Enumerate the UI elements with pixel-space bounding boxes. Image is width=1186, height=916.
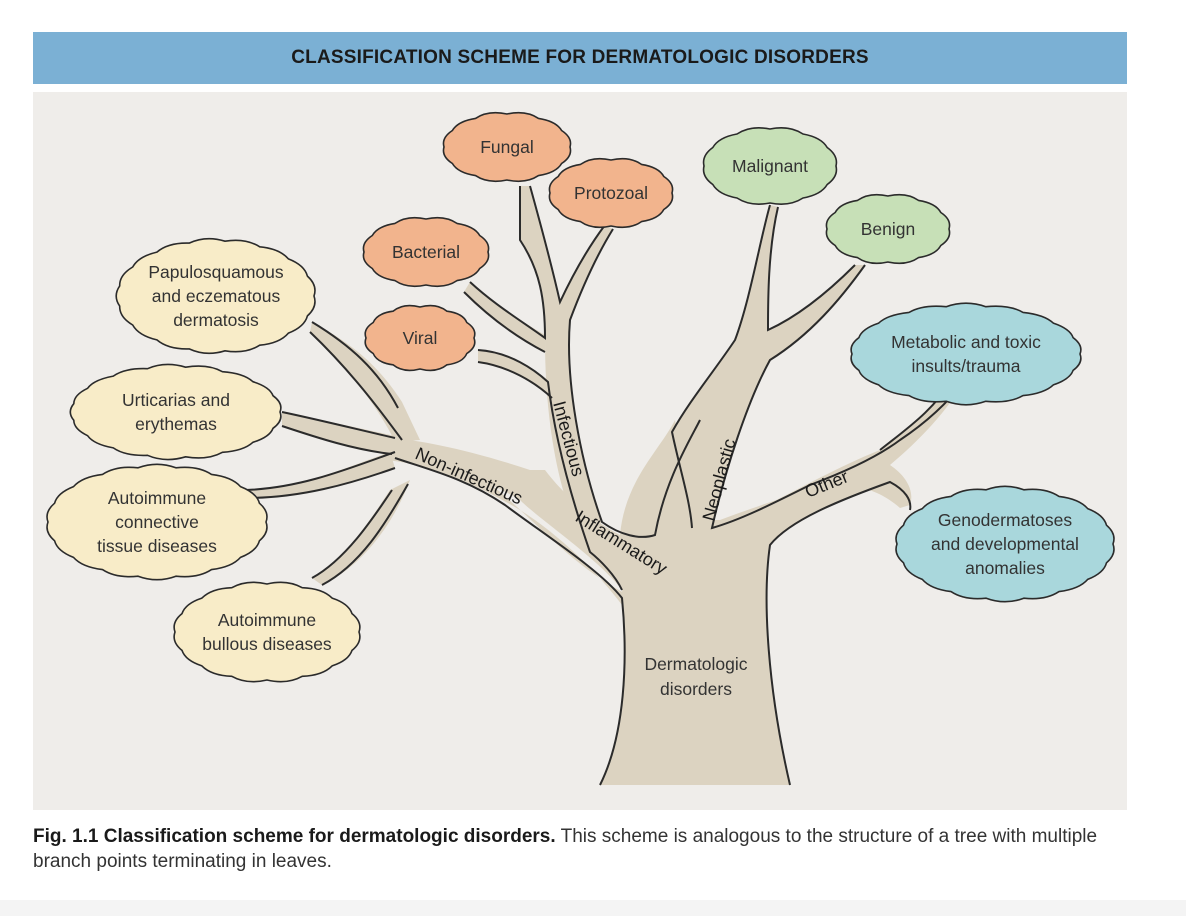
twig-viral [478, 350, 552, 398]
trunk-label-line-1: Dermatologic [644, 654, 747, 674]
twig-bacterial [464, 282, 545, 352]
tree-body [246, 186, 965, 785]
leaf-viral-shape [364, 304, 476, 372]
leaf-benign-shape [825, 193, 951, 265]
leaf-autoimmune-connective-label-line-2: connective [115, 512, 199, 532]
figure-title: CLASSIFICATION SCHEME FOR DERMATOLOGIC D… [291, 47, 869, 68]
leaf-metabolic: Metabolic and toxic insults/trauma [850, 302, 1082, 406]
leaf-papulosquamous: Papulosquamous and eczematous dermatosis [115, 237, 316, 355]
caption-text: This scheme is analogous to the structur… [33, 826, 1098, 872]
leaf-genodermatoses: Genodermatoses and developmental anomalies [895, 485, 1115, 603]
leaf-bacterial-shape [362, 216, 490, 288]
leaf-protozoal-label-line-1: Protozoal [574, 183, 648, 203]
figure-caption: Fig. 1.1 Classification scheme for derma… [33, 824, 1123, 874]
leaf-autoimmune-connective: Autoimmune connective tissue diseases [46, 463, 268, 581]
leaf-urticarias-shape [69, 363, 282, 461]
diagram-panel: Inflammatory Non-infectious Infectious N… [33, 92, 1127, 810]
twig-urticarias [282, 412, 395, 454]
leaf-autoimmune-bullous-label-line-2: bullous diseases [202, 634, 332, 654]
leaf-fungal-shape [442, 111, 572, 183]
leaf-bacterial: Bacterial [362, 216, 490, 288]
leaf-autoimmune-bullous-shape [173, 581, 361, 683]
leaf-malignant-label-line-1: Malignant [732, 156, 808, 176]
leaf-urticarias-label-line-2: erythemas [135, 414, 217, 434]
leaf-metabolic-label-line-2: insults/trauma [912, 356, 1021, 376]
leaf-urticarias-label-line-1: Urticarias and [122, 390, 230, 410]
leaf-autoimmune-connective-shape [46, 463, 268, 581]
leaf-urticarias: Urticarias and erythemas [69, 363, 282, 461]
header-bar: CLASSIFICATION SCHEME FOR DERMATOLOGIC D… [33, 32, 1127, 84]
tree-diagram: Inflammatory Non-infectious Infectious N… [46, 111, 1115, 786]
leaf-papulosquamous-label-line-2: and eczematous [152, 286, 281, 306]
leaf-fungal: Fungal [442, 111, 572, 183]
twig-papulosquamous [310, 322, 420, 442]
leaf-viral-label-line-1: Viral [403, 328, 438, 348]
leaf-bacterial-label-line-1: Bacterial [392, 242, 460, 262]
leaf-genodermatoses-shape [895, 485, 1115, 603]
leaf-autoimmune-connective-label-line-1: Autoimmune [108, 488, 206, 508]
leaf-metabolic-label-line-1: Metabolic and toxic [891, 332, 1041, 352]
branch-neoplastic [672, 205, 865, 528]
branch-other [735, 375, 965, 530]
leaf-metabolic-shape [850, 302, 1082, 406]
leaf-genodermatoses-label-line-2: and developmental [931, 534, 1079, 554]
leaf-autoimmune-bullous: Autoimmune bullous diseases [173, 581, 361, 683]
tree-outline [245, 185, 966, 786]
leaf-fungal-label-line-1: Fungal [480, 137, 534, 157]
leaf-protozoal: Protozoal [548, 157, 674, 229]
leaf-protozoal-shape [548, 157, 674, 229]
caption-bold: Fig. 1.1 Classification scheme for derma… [33, 826, 556, 847]
leaf-autoimmune-connective-label-line-3: tissue diseases [97, 536, 217, 556]
leaf-genodermatoses-label-line-3: anomalies [965, 558, 1045, 578]
leaf-papulosquamous-shape [115, 237, 316, 355]
branch-non-infectious [380, 440, 628, 605]
leaf-benign: Benign [825, 193, 951, 265]
leaf-benign-label-line-1: Benign [861, 219, 916, 239]
leaf-malignant-shape [702, 127, 838, 205]
leaf-papulosquamous-label-line-1: Papulosquamous [148, 262, 283, 282]
leaf-genodermatoses-label-line-1: Genodermatoses [938, 510, 1072, 530]
branch-infectious [520, 186, 613, 552]
leaf-viral: Viral [364, 304, 476, 372]
leaf-papulosquamous-label-line-3: dermatosis [173, 310, 259, 330]
leaf-malignant: Malignant [702, 127, 838, 205]
leaf-autoimmune-bullous-label-line-1: Autoimmune [218, 610, 316, 630]
bottom-strip [0, 900, 1186, 916]
trunk-label-line-2: disorders [660, 679, 732, 699]
trunk-label: Dermatologic disorders [644, 654, 747, 699]
